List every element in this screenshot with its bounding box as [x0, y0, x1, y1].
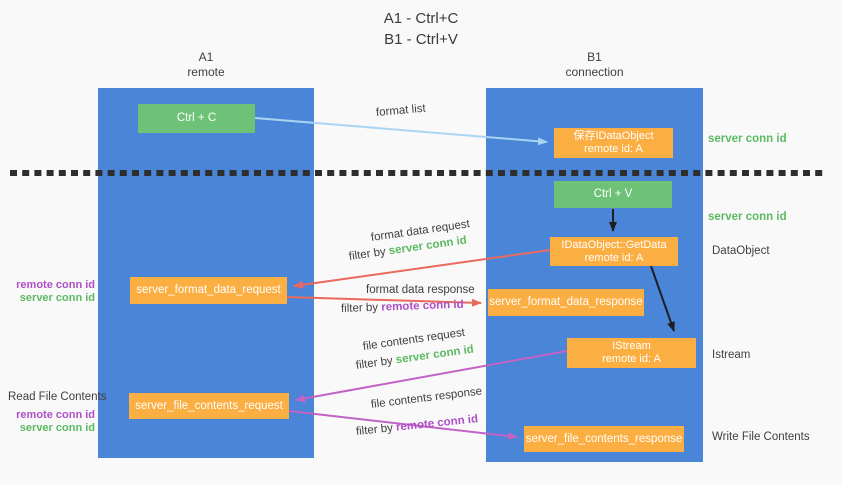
ctrl-c-label: Ctrl + C: [176, 112, 217, 124]
filter-by-text: filter by: [340, 301, 382, 315]
filter-by-remote-conn-id-label-1: filter by remote conn id: [341, 299, 464, 315]
ctrl-c-box: Ctrl + C: [138, 104, 255, 133]
server-file-contents-response-label: server_file_contents_response: [525, 432, 683, 445]
filter-by-remote-conn-id-label-2: filter by remote conn id: [355, 413, 478, 438]
remote-conn-id-annotation: remote conn id: [16, 409, 95, 421]
remote-conn-id-text: remote conn id: [395, 413, 479, 434]
file-request-conn-ids: remote conn id server conn id: [13, 409, 95, 435]
save-idataobject-line2: remote id: A: [584, 143, 643, 155]
filter-by-text: filter by: [355, 354, 397, 372]
ctrl-v-box: Ctrl + V: [554, 181, 672, 208]
server-file-contents-request-label: server_file_contents_request: [135, 399, 283, 412]
lane-b1-name: B1: [587, 50, 602, 64]
server-conn-id-annotation: server conn id: [19, 292, 95, 304]
server-file-contents-request-box: server_file_contents_request: [129, 393, 289, 419]
remote-conn-id-text: remote conn id: [381, 298, 464, 314]
save-idataobject-box: 保存IDataObject remote id: A: [554, 128, 673, 158]
istream-line2: remote id: A: [602, 353, 661, 365]
istream-line1: IStream: [612, 340, 651, 352]
read-file-contents-label: Read File Contents: [8, 391, 107, 403]
title-line-1: A1 - Ctrl+C: [383, 10, 459, 27]
dataobject-label: DataObject: [712, 245, 770, 257]
title-line-2: B1 - Ctrl+V: [384, 31, 458, 48]
server-conn-id-annotation-top: server conn id: [708, 133, 787, 145]
lane-b1-subtitle: connection: [565, 65, 624, 79]
lane-header-b1: B1 connection: [486, 50, 703, 80]
format-data-response-label: format data response: [366, 284, 475, 296]
ctrl-v-label: Ctrl + V: [593, 188, 633, 200]
write-file-contents-label: Write File Contents: [712, 431, 810, 443]
remote-conn-id-annotation: remote conn id: [16, 279, 95, 291]
server-format-data-request-label: server_format_data_request: [136, 284, 281, 296]
format-list-label: format list: [375, 102, 427, 119]
filter-by-text: filter by: [348, 245, 390, 263]
server-format-data-response-box: server_format_data_response: [488, 289, 644, 316]
save-idataobject-line1: 保存IDataObject: [573, 130, 654, 142]
istream-label: Istream: [712, 349, 751, 361]
getdata-line2: remote id: A: [584, 251, 644, 264]
filter-by-text: filter by: [355, 421, 397, 438]
server-conn-id-text: server conn id: [395, 343, 475, 367]
file-contents-response-label: file contents response: [370, 385, 483, 411]
server-format-data-response-label: server_format_data_response: [489, 296, 643, 308]
lane-header-a1: A1 remote: [98, 50, 314, 80]
lane-a1-subtitle: remote: [187, 65, 225, 79]
server-conn-id-annotation: server conn id: [19, 422, 95, 434]
idataobject-getdata-box: IDataObject::GetData remote id: A: [550, 237, 678, 266]
server-file-contents-response-box: server_file_contents_response: [524, 426, 684, 452]
getdata-line1: IDataObject::GetData: [561, 238, 667, 251]
lane-a1-name: A1: [198, 50, 214, 64]
istream-box: IStream remote id: A: [567, 338, 696, 368]
diagram-title: A1 - Ctrl+C B1 - Ctrl+V: [0, 8, 842, 50]
server-conn-id-annotation-mid: server conn id: [708, 211, 787, 223]
server-format-data-request-box: server_format_data_request: [130, 277, 287, 304]
format-request-conn-ids: remote conn id server conn id: [13, 279, 95, 305]
